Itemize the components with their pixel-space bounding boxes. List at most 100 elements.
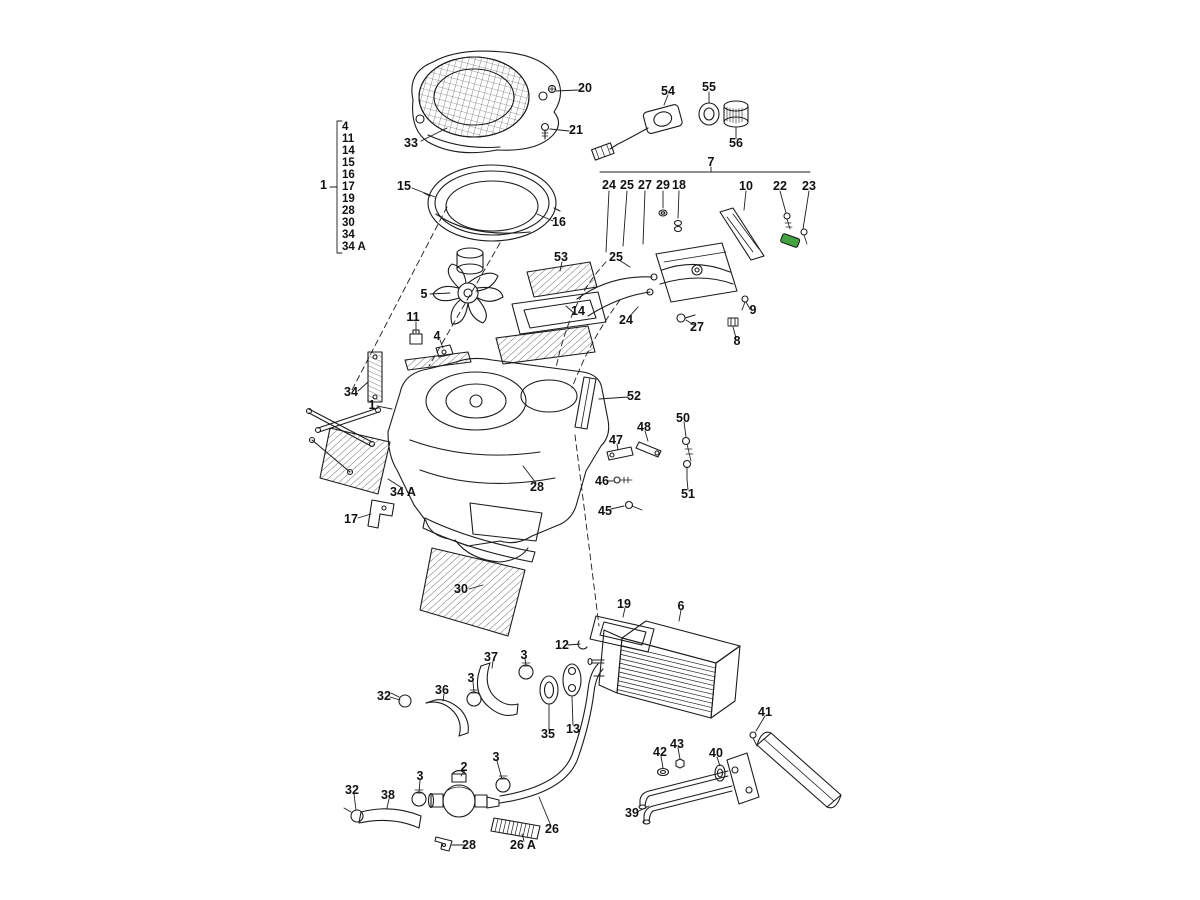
screw-21: [540, 122, 550, 140]
lever-48: [635, 441, 662, 458]
parts-list-item-28: 28: [342, 205, 355, 217]
parts-list-item-15: 15: [342, 157, 355, 169]
part-callout-7: 7: [707, 155, 715, 169]
screw-50: [681, 436, 694, 462]
screw-22: [783, 212, 793, 230]
part-callout-21: 21: [569, 123, 583, 137]
part-callout-12: 12: [555, 638, 569, 652]
part-callout-28: 28: [530, 480, 544, 494]
heater-housing-1: [387, 357, 610, 563]
part-callout-51: 51: [681, 487, 695, 501]
part-callout-16: 16: [552, 215, 566, 229]
hose-36: [425, 699, 469, 737]
mounting-bracket-34: [367, 351, 383, 403]
part-callout-30: 30: [454, 582, 468, 596]
part-callout-37: 37: [484, 650, 498, 664]
part-callout-41: 41: [758, 705, 772, 719]
part-callout-18: 18: [672, 178, 686, 192]
part-callout-40: 40: [709, 746, 723, 760]
fan-motor-5: [432, 247, 504, 325]
clamp-8: [727, 317, 739, 327]
parts-list-item-16: 16: [342, 169, 355, 181]
part-callout-19: 19: [617, 597, 631, 611]
parts-list-item-34A: 34 A: [342, 241, 366, 253]
part-callout-6: 6: [677, 599, 685, 613]
water-valve-2: [427, 769, 500, 818]
screw-23: [800, 228, 808, 245]
part-callout-3: 3: [416, 769, 424, 783]
part-callout-54: 54: [661, 84, 675, 98]
part-callout-34: 34: [344, 385, 358, 399]
part-callout-50: 50: [676, 411, 690, 425]
part-callout-55: 55: [702, 80, 716, 94]
part-callout-14: 14: [571, 304, 585, 318]
parts-list-item-11: 11: [342, 133, 355, 145]
clamp-32-lower: [343, 807, 364, 823]
part-callout-34A: 34 A: [390, 485, 416, 499]
part-callout-11: 11: [406, 310, 420, 324]
part-callout-56: 56: [729, 136, 743, 150]
knob-56: [723, 100, 749, 128]
parts-list-item-4: 4: [342, 121, 349, 133]
channel-bracket: [422, 517, 536, 563]
ribbed-hose-26a: [490, 817, 541, 840]
part-callout-23: 23: [802, 179, 816, 193]
part-callout-45: 45: [598, 504, 612, 518]
lever-assembly: [576, 242, 738, 323]
parts-list-item-19: 19: [342, 193, 355, 205]
bracket-28-lower: [434, 836, 453, 852]
large-pipe: [756, 731, 842, 809]
dashed-lines: [351, 206, 621, 627]
pipe-26: [499, 663, 604, 804]
part-callout-43: 43: [670, 737, 684, 751]
part-callout-3: 3: [520, 648, 528, 662]
part-callout-29: 29: [656, 178, 670, 192]
part-callout-3: 3: [467, 671, 475, 685]
part-callout-13: 13: [566, 722, 580, 736]
screw-46: [613, 476, 633, 484]
part-callout-38: 38: [381, 788, 395, 802]
part-callout-25: 25: [620, 178, 634, 192]
screw-9: [741, 295, 749, 311]
washer-18: [673, 219, 683, 233]
part-callout-27: 27: [690, 320, 704, 334]
clamp-3-valve: [495, 775, 511, 793]
blower-housing: [411, 50, 562, 154]
hose-37: [476, 662, 519, 716]
part-callout-27: 27: [638, 178, 652, 192]
twin-pipes-39: [638, 770, 733, 825]
part-callout-25: 25: [609, 250, 623, 264]
part-callout-33: 33: [404, 136, 418, 150]
parts-list-item-17: 17: [342, 181, 355, 193]
part-callout-17: 17: [344, 512, 358, 526]
part-callout-53: 53: [554, 250, 568, 264]
part-callout-24: 24: [619, 313, 633, 327]
parts-list-item-34: 34: [342, 229, 355, 241]
part-callout-22: 22: [773, 179, 787, 193]
screw-45: [624, 500, 643, 511]
sealing-ring-15: [423, 164, 561, 242]
clip-12: [577, 640, 588, 650]
bracket-plate-right: [726, 752, 760, 805]
parts-list-item-30: 30: [342, 217, 355, 229]
part-callout-35: 35: [541, 727, 555, 741]
part-callout-1: 1: [368, 398, 376, 412]
part-callout-32: 32: [377, 689, 391, 703]
strip-47: [606, 446, 634, 461]
screw-20: [547, 84, 557, 94]
gasket-stack: [404, 325, 596, 371]
heater-core-6: [587, 620, 741, 719]
part-callout-32: 32: [345, 783, 359, 797]
part-callout-15: 15: [397, 179, 411, 193]
grommet-13: [562, 663, 582, 697]
grommet-35: [539, 675, 559, 705]
part-callout-3: 3: [492, 750, 500, 764]
bolt-51: [682, 459, 692, 480]
part-callout-9: 9: [749, 303, 757, 317]
insulation-pad-34a: [319, 427, 391, 495]
washer-42: [656, 767, 670, 777]
part-callout-52: 52: [627, 389, 641, 403]
part-callout-4: 4: [433, 329, 441, 343]
